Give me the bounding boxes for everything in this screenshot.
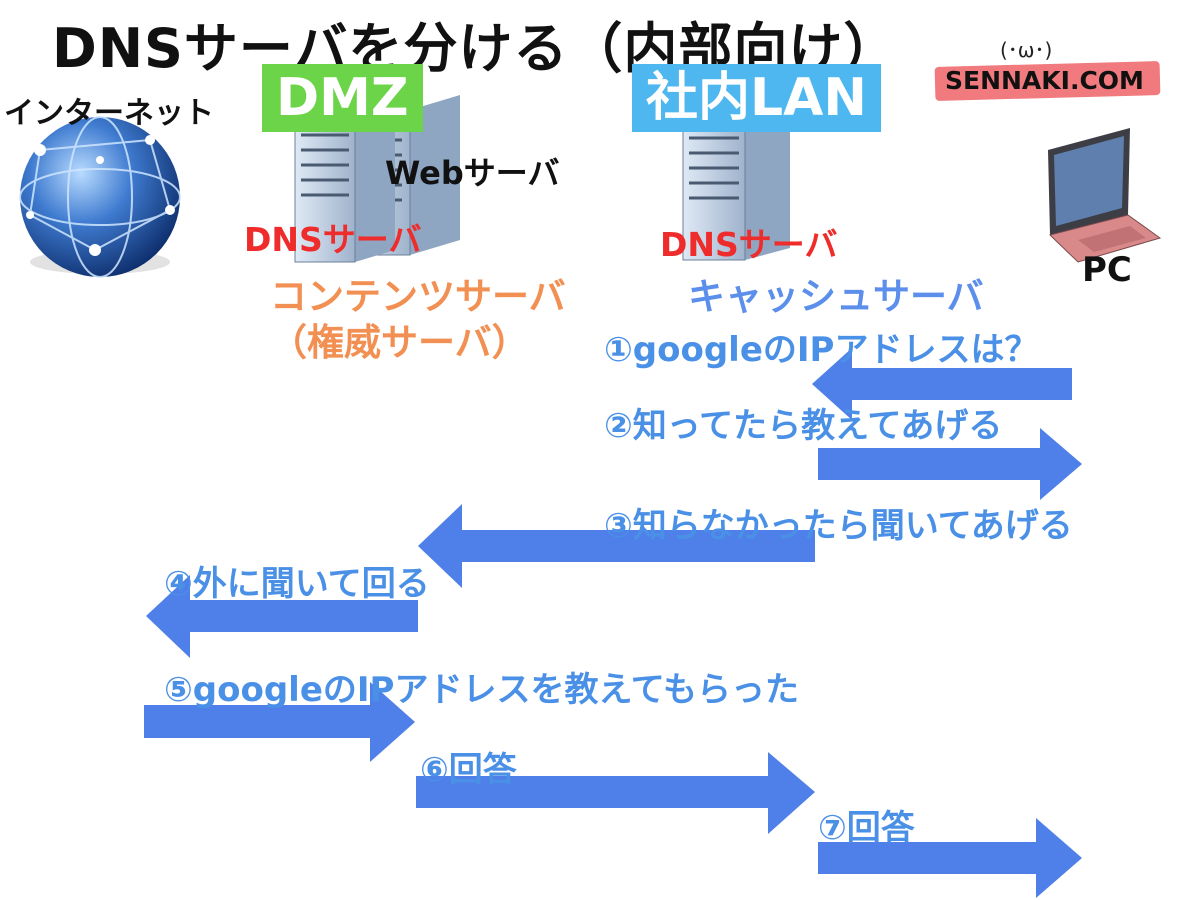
step-5-label: ⑤googleのIPアドレスを教えてもらった (164, 670, 800, 710)
server-icon (294, 108, 395, 263)
authoritative-label: （権威サーバ） (270, 321, 529, 364)
zone-lan: 社内LAN (632, 64, 881, 132)
step-7-label: ⑦回答 (818, 808, 915, 848)
content-server-label: コンテンツサーバ (270, 275, 566, 318)
server-icon (682, 110, 790, 261)
dmz-dns-label: DNSサーバ (244, 220, 422, 259)
arrow-step-4 (146, 575, 418, 658)
arrow-step-2 (818, 428, 1082, 500)
laptop-icon (1048, 128, 1162, 263)
arrow-step-1 (812, 348, 1072, 420)
arrow-step-6 (416, 752, 815, 834)
lan-dns-label: DNSサーバ (660, 225, 838, 264)
arrow-step-7 (818, 818, 1082, 898)
globe-icon (19, 116, 181, 278)
brand-label: SENNAKI.COM (945, 66, 1144, 95)
flow-arrows (144, 348, 1082, 898)
step-4-label: ④外に聞いて回る (164, 564, 430, 604)
brand-face: (･ω･) (1000, 38, 1053, 62)
step-6-label: ⑥回答 (420, 750, 517, 790)
web-server-label: Webサーバ (385, 154, 560, 192)
zone-dmz: DMZ (262, 64, 423, 132)
step-1-label: ①googleのIPアドレスは？ (604, 330, 1039, 370)
cache-server-label: キャッシュサーバ (688, 275, 984, 318)
internet-label: インターネット (4, 96, 214, 131)
step-2-label: ②知ってたら教えてあげる (604, 406, 1003, 446)
step-3-label: ③知らなかったら聞いてあげる (604, 506, 1073, 546)
arrow-step-5 (144, 682, 415, 762)
pc-label: PC (1082, 250, 1132, 290)
arrow-step-3 (418, 504, 815, 588)
